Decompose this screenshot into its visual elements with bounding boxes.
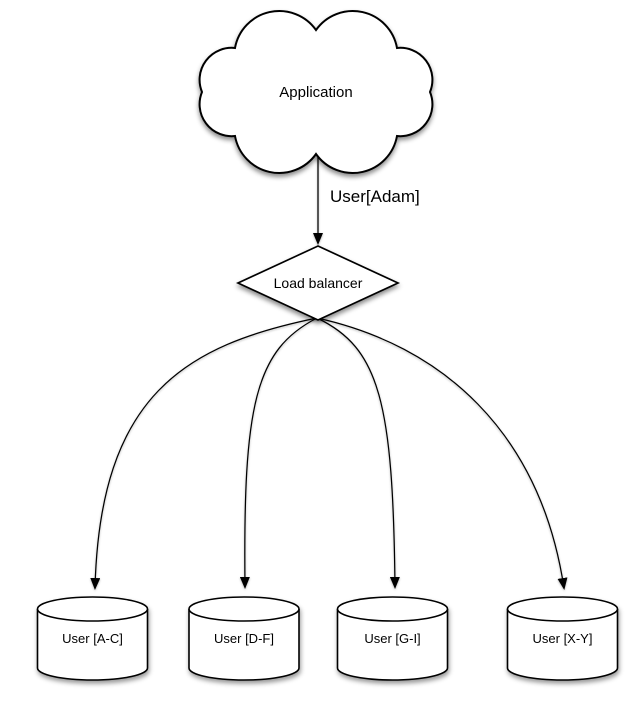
edges-lb-to-shards (90, 317, 568, 590)
shard-node-3: User [G-I] (336, 596, 449, 681)
cylinder-top (506, 596, 619, 622)
cylinder-body (506, 609, 619, 681)
shard-label-3: User [G-I] (364, 631, 420, 646)
cylinder-body (188, 609, 300, 681)
edge-lb-to-shard-3 (316, 317, 400, 589)
load-balancer-label: Load balancer (274, 275, 363, 291)
shard-label-1: User [A-C] (62, 631, 123, 646)
cylinder-top (188, 596, 300, 622)
diamond-shape (235, 245, 401, 321)
edge-app-to-lb-label: User[Adam] (330, 187, 420, 206)
cylinder-top (36, 596, 149, 622)
edge-lb-to-shard-4 (316, 317, 568, 590)
cylinder-top (336, 596, 449, 622)
shard-node-4: User [X-Y] (506, 596, 619, 681)
shard-node-1: User [A-C] (36, 596, 149, 681)
edge-lb-to-shard-1 (90, 317, 318, 590)
edge-lb-to-shard-2 (239, 317, 318, 589)
application-label: Application (279, 84, 352, 101)
cloud-shape (198, 10, 434, 174)
shard-label-4: User [X-Y] (533, 631, 593, 646)
edge-app-to-lb: User[Adam] (313, 150, 420, 245)
application-node: Application (198, 10, 434, 174)
cylinder-body (336, 609, 449, 681)
cylinder-body (36, 609, 149, 681)
shard-label-2: User [D-F] (214, 631, 274, 646)
shard-node-2: User [D-F] (188, 596, 300, 681)
load-balancer-node: Load balancer (235, 245, 401, 321)
